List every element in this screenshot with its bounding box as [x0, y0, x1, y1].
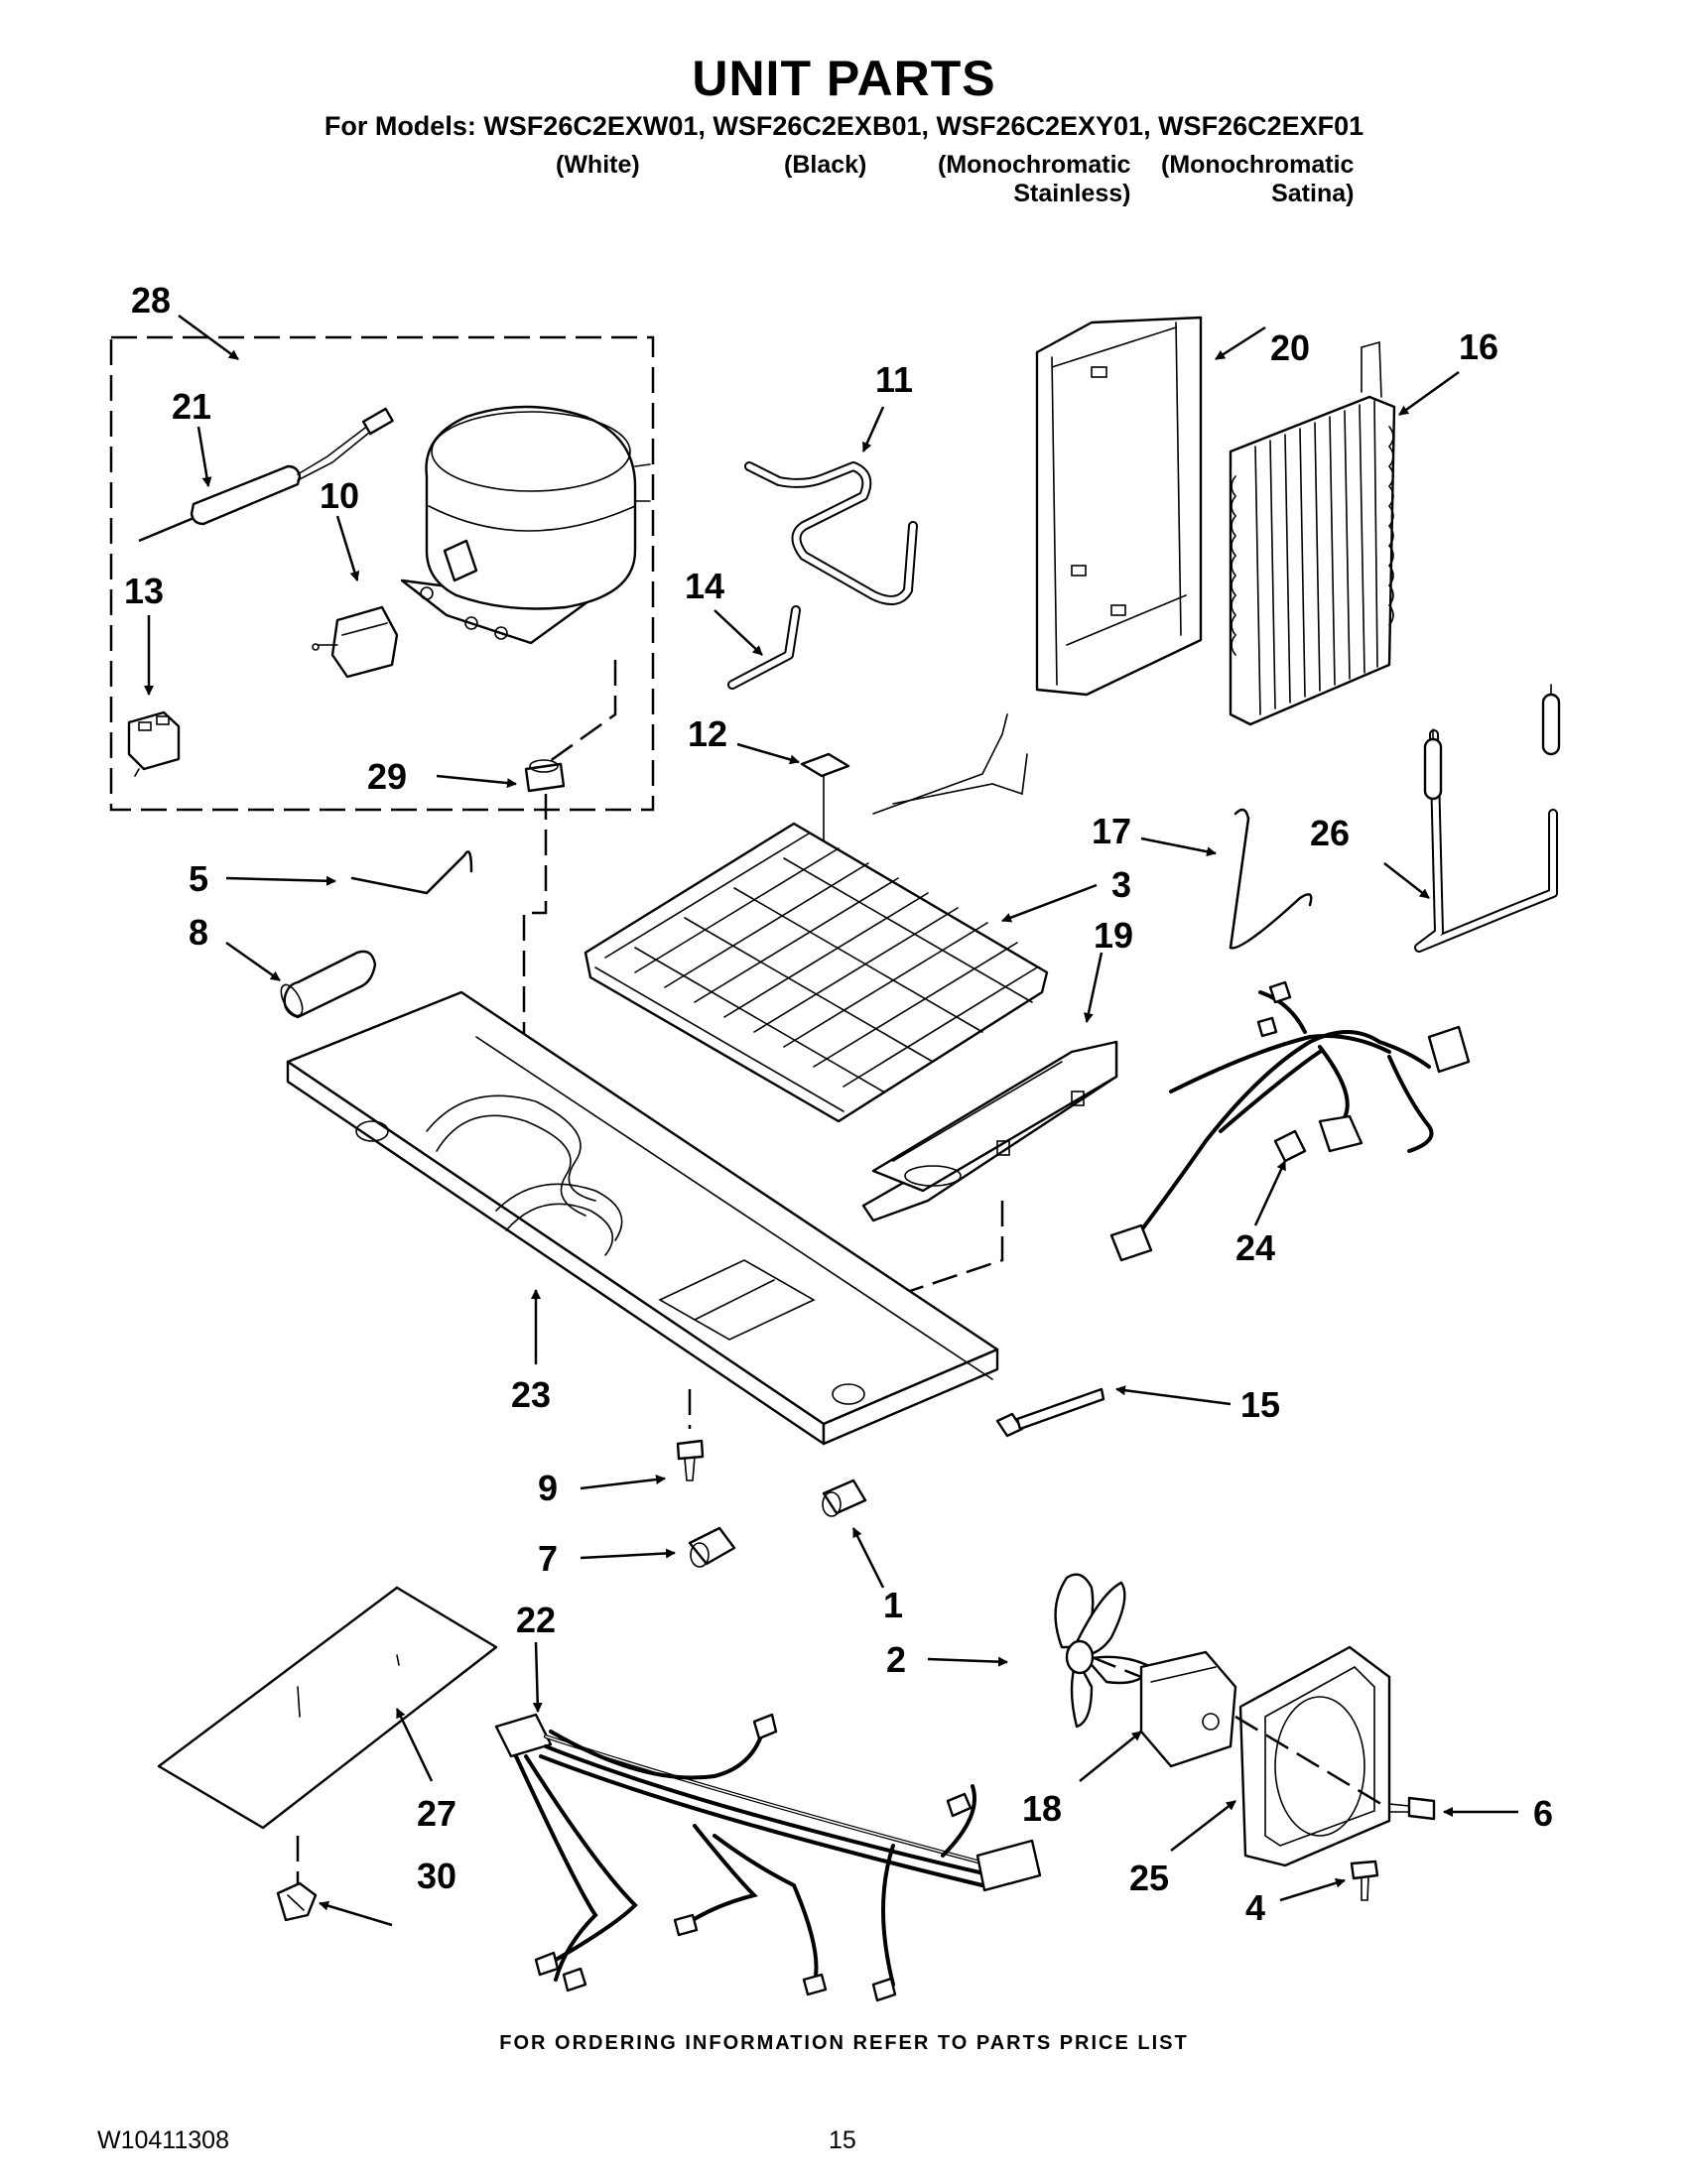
leader-lines — [144, 314, 1518, 1927]
compressor-kit-boundary — [109, 335, 655, 812]
retaining-clip — [276, 1881, 318, 1922]
drain-pan — [861, 1040, 1118, 1222]
callout-23: 23 — [511, 1374, 551, 1415]
capillary-tube — [727, 605, 801, 690]
variant-black: (Black) — [784, 151, 867, 179]
callout-13: 13 — [124, 571, 164, 611]
variant-mono-satina: (Monochromatic Satina) — [1161, 151, 1355, 207]
callout-labels: 28 21 10 13 29 11 14 20 16 12 17 26 3 19… — [124, 280, 1553, 1928]
rubber-grommet-7 — [688, 1526, 736, 1568]
callout-1: 1 — [883, 1585, 903, 1625]
callout-24: 24 — [1235, 1227, 1275, 1268]
compressor — [400, 405, 651, 645]
callout-4: 4 — [1245, 1887, 1265, 1928]
suction-line — [1414, 684, 1561, 953]
fan-blade — [1054, 1573, 1153, 1729]
model-list: For Models: WSF26C2EXW01, WSF26C2EXB01, … — [324, 111, 1364, 141]
power-cord-harness — [1109, 980, 1471, 1262]
callout-11: 11 — [875, 359, 913, 400]
callout-3: 3 — [1111, 864, 1131, 905]
callout-6: 6 — [1533, 1793, 1553, 1834]
condenser — [584, 713, 1049, 1123]
suction-tube — [744, 461, 918, 605]
callout-21: 21 — [172, 386, 211, 427]
foam-bushing — [280, 950, 377, 1019]
callout-20: 20 — [1270, 327, 1310, 368]
fan-shroud — [1234, 1645, 1391, 1867]
callout-26: 26 — [1310, 813, 1350, 853]
start-relay — [127, 710, 181, 777]
callout-8: 8 — [189, 912, 208, 953]
variant-white: (White) — [556, 151, 640, 179]
callout-12: 12 — [688, 713, 727, 754]
wire-harness — [494, 1713, 1042, 2002]
ordering-note: FOR ORDERING INFORMATION REFER TO PARTS … — [499, 2032, 1189, 2054]
grommet — [524, 759, 566, 793]
overload-relay — [312, 605, 399, 679]
evaporator-coil — [1229, 340, 1396, 726]
document-number: W10411308 — [97, 2126, 229, 2154]
callout-16: 16 — [1459, 326, 1498, 367]
drier — [138, 407, 394, 543]
callout-30: 30 — [417, 1856, 456, 1896]
callout-22: 22 — [516, 1600, 556, 1640]
callout-5: 5 — [189, 858, 208, 899]
mounting-screw — [1350, 1860, 1379, 1901]
callout-27: 27 — [417, 1793, 456, 1834]
callout-7: 7 — [538, 1538, 558, 1579]
evaporator-cover — [1035, 316, 1203, 697]
callout-15: 15 — [1240, 1384, 1280, 1425]
page-title: UNIT PARTS — [692, 51, 996, 106]
callout-14: 14 — [685, 566, 724, 606]
shroud-screw — [1388, 1796, 1436, 1821]
callout-2: 2 — [886, 1639, 906, 1680]
page-number: 15 — [829, 2126, 856, 2154]
callout-29: 29 — [367, 756, 407, 797]
callout-18: 18 — [1022, 1788, 1062, 1829]
base-plate — [286, 990, 999, 1446]
wire-hook — [1229, 808, 1313, 950]
callout-9: 9 — [538, 1468, 558, 1508]
callout-25: 25 — [1129, 1858, 1169, 1898]
callout-10: 10 — [320, 475, 359, 516]
cable-tie — [995, 1387, 1105, 1438]
wire-clip — [350, 850, 473, 895]
callout-19: 19 — [1094, 915, 1133, 956]
variant-mono-stainless: (Monochromatic Stainless) — [938, 151, 1131, 207]
callout-28: 28 — [131, 280, 171, 321]
insulation-pad — [157, 1586, 498, 1885]
base-screw — [676, 1389, 705, 1481]
rubber-grommet-1 — [822, 1478, 867, 1517]
callout-17: 17 — [1092, 811, 1131, 851]
